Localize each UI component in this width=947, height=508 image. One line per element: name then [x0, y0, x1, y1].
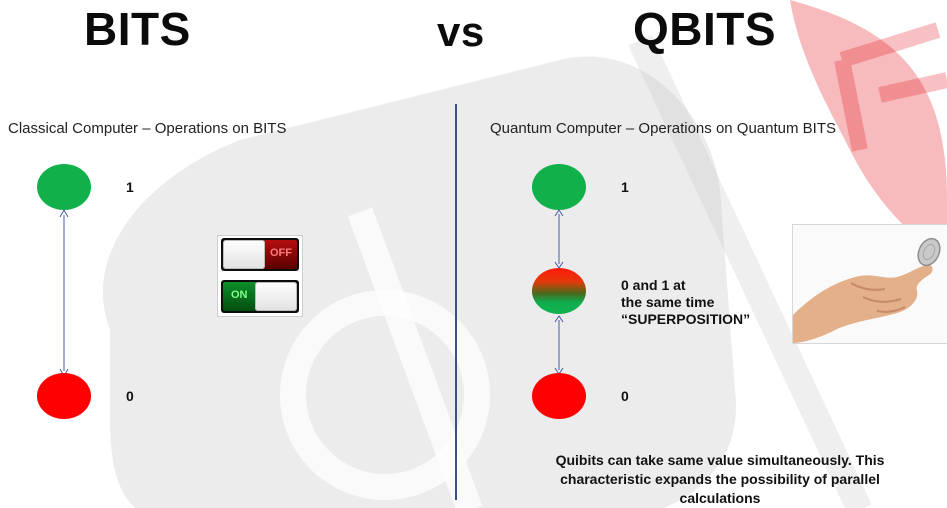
- classical-value-1: 1: [126, 179, 134, 195]
- qbits-title: QBITS: [633, 2, 776, 56]
- quantum-arrow-top: [550, 208, 570, 270]
- classical-bit-1-circle: [37, 164, 91, 210]
- superposition-line-3: “SUPERPOSITION”: [621, 311, 750, 328]
- qubit-0-circle: [532, 373, 586, 419]
- switch-on: ON: [221, 280, 299, 313]
- classical-arrow: [55, 208, 75, 378]
- coin-flip-hand-icon: [792, 224, 947, 344]
- qubit-1-circle: [532, 164, 586, 210]
- bits-title: BITS: [84, 2, 191, 56]
- classical-value-0: 0: [126, 388, 134, 404]
- superposition-label: 0 and 1 at the same time “SUPERPOSITION”: [621, 277, 750, 328]
- note-line-1: Quibits can take same value simultaneous…: [510, 451, 930, 470]
- switch-on-label: ON: [231, 289, 248, 301]
- quantum-value-1: 1: [621, 179, 629, 195]
- quantum-note: Quibits can take same value simultaneous…: [510, 451, 930, 508]
- vs-title: vs: [437, 8, 485, 56]
- center-divider: [455, 104, 457, 500]
- switch-off: OFF: [221, 238, 299, 271]
- switch-off-label: OFF: [270, 247, 292, 259]
- superposition-line-1: 0 and 1 at: [621, 277, 750, 294]
- note-line-2: characteristic expands the possibility o…: [510, 470, 930, 489]
- classical-subtitle: Classical Computer – Operations on BITS: [8, 120, 286, 137]
- quantum-value-0: 0: [621, 388, 629, 404]
- toggle-switch-icon: OFF ON: [217, 235, 303, 317]
- superposition-circle: [532, 268, 586, 314]
- classical-bit-0-circle: [37, 373, 91, 419]
- quantum-arrow-bottom: [550, 314, 570, 376]
- quantum-subtitle: Quantum Computer – Operations on Quantum…: [490, 120, 836, 137]
- note-line-3: calculations: [510, 489, 930, 508]
- superposition-line-2: the same time: [621, 294, 750, 311]
